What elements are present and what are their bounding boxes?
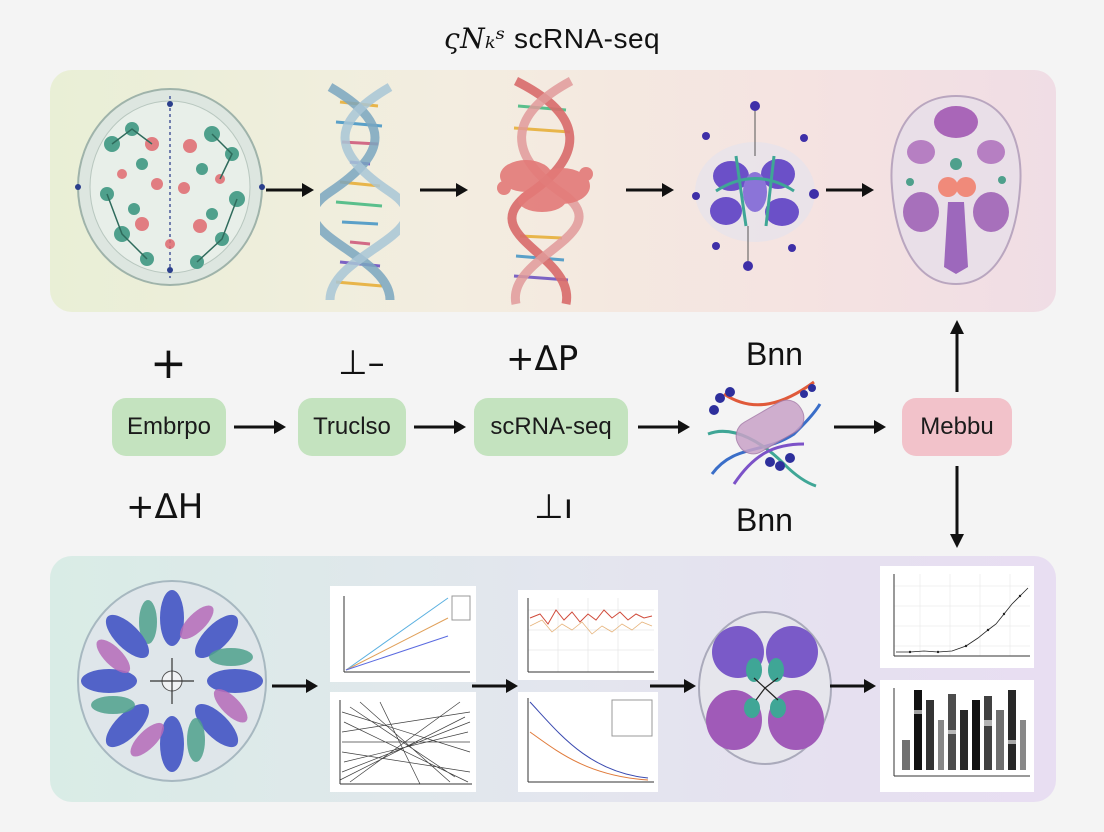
top-arrow-4 xyxy=(826,180,874,200)
top-arrow-3 xyxy=(626,180,674,200)
organ-section-image xyxy=(886,92,1026,288)
flow-arrow-1 xyxy=(234,417,286,437)
protein-label-bottom: Bnn xyxy=(736,502,793,539)
down-arrow xyxy=(947,466,967,548)
symbol-above-scrna: +ΔP xyxy=(506,342,578,376)
up-arrow xyxy=(947,320,967,392)
lobed-organ-image xyxy=(694,608,836,768)
dna-helix-image xyxy=(320,82,400,304)
scatter-mesh-thumbnail xyxy=(330,692,476,792)
dna-protein-complex-image xyxy=(486,76,598,306)
node-truclso: Truclso xyxy=(298,398,406,456)
top-arrow-1 xyxy=(266,180,314,200)
symbol-below-scrna: ⊥ı xyxy=(534,490,573,524)
node-scrna-seq: scRNA-seq xyxy=(474,398,628,456)
bottom-arrow-1 xyxy=(272,676,318,696)
node-mebbu: Mebbu xyxy=(902,398,1012,456)
protein-structure-image xyxy=(704,374,822,492)
symbol-below-embryo: +ΔH xyxy=(126,490,203,524)
embryo-cross-section-image xyxy=(72,84,268,290)
title-text: scRNA-seq xyxy=(514,23,660,54)
symbol-above-truclso: ⊥– xyxy=(338,346,385,380)
bottom-arrow-2 xyxy=(472,676,518,696)
flow-arrow-4 xyxy=(834,417,886,437)
radial-cell-structure-image xyxy=(74,578,270,784)
bottom-arrow-4 xyxy=(830,676,876,696)
bottom-arrow-3 xyxy=(650,676,696,696)
title-glyph: ςNₖˢ xyxy=(444,22,506,55)
decay-curve-thumbnail xyxy=(518,692,658,792)
top-arrow-2 xyxy=(420,180,468,200)
rising-scatter-thumbnail xyxy=(880,566,1034,668)
symbol-above-embryo: + xyxy=(150,342,187,386)
flow-arrow-2 xyxy=(414,417,466,437)
heatmap-thumbnail xyxy=(880,680,1034,792)
line-chart-thumbnail xyxy=(330,586,476,682)
fluctuation-chart-thumbnail xyxy=(518,590,658,680)
node-embrpo: Embrpo xyxy=(112,398,226,456)
protein-label-top: Bnn xyxy=(746,336,803,373)
cell-cluster-image xyxy=(686,96,824,276)
diagram-title: ςNₖˢ scRNA-seq xyxy=(0,22,1104,55)
flow-arrow-3 xyxy=(638,417,690,437)
